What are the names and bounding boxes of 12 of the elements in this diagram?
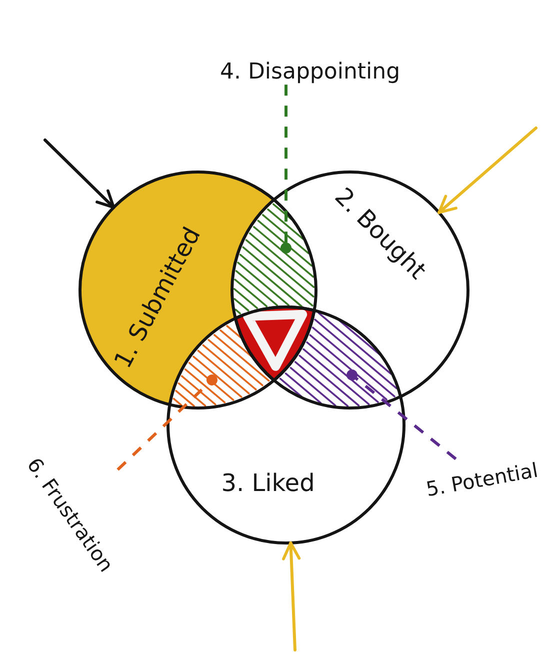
circle-label: 3. Liked [221,470,315,498]
arrow [282,541,301,652]
leader-line [116,374,218,471]
leader-line [280,84,292,254]
arrow [44,138,116,209]
callout-label: 5. Potential [424,458,540,502]
leader-line [346,370,457,460]
venn-circle [76,168,320,412]
venn-circle [228,168,472,412]
hatched-region [279,312,398,407]
arrow [438,126,538,214]
callout-label: 4. Disappointing [220,59,400,85]
